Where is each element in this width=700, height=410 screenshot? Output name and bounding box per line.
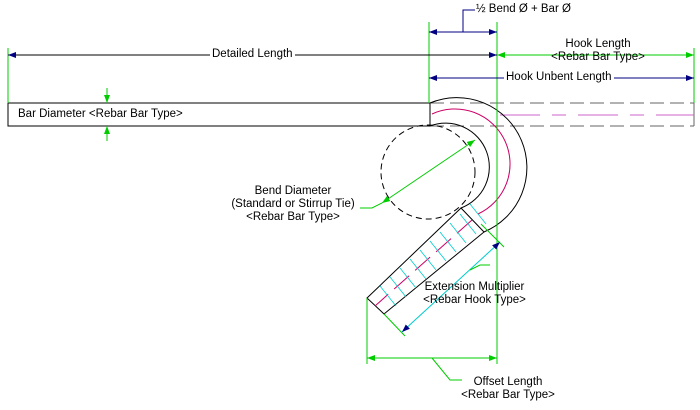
label-offset-length-line2: <Rebar Bar Type> [461,389,555,401]
label-bend-diameter: Bend Diameter (Standard or Stirrup Tie) … [218,185,368,224]
hook-bend [429,97,528,233]
label-hook-length-line2: <Rebar Bar Type> [551,51,645,63]
label-bend-diameter-line1: Bend Diameter [254,185,332,197]
dim-half-bend-plus-bar [429,9,497,35]
label-hook-length-line1: Hook Length [565,38,631,50]
dim-bend-diameter [360,139,476,209]
label-offset-length: Offset Length <Rebar Bar Type> [448,376,568,402]
label-extension-multiplier: Extension Multiplier <Rebar Hook Type> [412,281,537,307]
label-detailed-length: Detailed Length [210,48,295,61]
label-extension-multiplier-line1: Extension Multiplier [424,281,525,293]
dim-extension-multiplier [401,241,501,333]
label-hook-unbent-length: Hook Unbent Length [504,71,614,84]
bend-diameter-circle [380,124,476,220]
hidden-unbent-bar [430,102,695,127]
label-hook-length: Hook Length <Rebar Bar Type> [528,38,668,64]
label-bend-diameter-line2: (Standard or Stirrup Tie) [231,198,355,210]
label-extension-multiplier-line2: <Rebar Hook Type> [423,294,526,306]
label-half-bend-plus-bar: ½ Bend Ø + Bar Ø [476,3,571,15]
label-bar-diameter: Bar Diameter <Rebar Bar Type> [18,108,183,120]
label-bend-diameter-line3: <Rebar Bar Type> [246,211,340,223]
dim-offset-length [367,355,497,381]
label-offset-length-line1: Offset Length [473,376,543,388]
straight-bar [7,102,431,127]
